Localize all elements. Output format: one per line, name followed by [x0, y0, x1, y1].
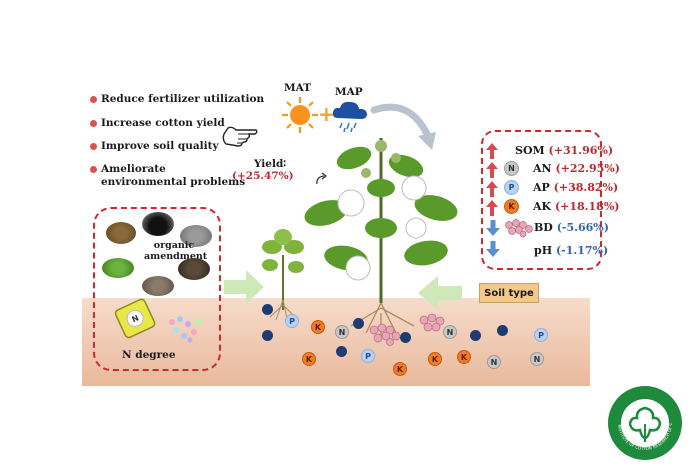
bullet-icon [90, 166, 97, 173]
indicator-bd: BD (-5.66%) [534, 221, 609, 234]
indicator-name: AK [533, 200, 552, 213]
up-arrow-icon [486, 181, 498, 197]
down-arrow-icon [486, 220, 500, 236]
benefit-increase-yield: Increase cotton yield [90, 117, 225, 130]
up-arrow-icon [486, 143, 498, 159]
indicator-ap: AP (+38.82%) [533, 181, 618, 194]
water-droplet [336, 346, 347, 357]
water-droplet [262, 304, 273, 315]
nutrient-k: K [393, 362, 407, 376]
ash-image [180, 225, 212, 247]
fertilizer-granules-icon [169, 316, 201, 343]
plus-sign: + [318, 102, 335, 126]
soil-aggregate-icon [369, 323, 401, 346]
biochar-image [142, 212, 174, 236]
nutrient-k: K [302, 352, 316, 366]
straw-image [142, 276, 174, 296]
indicator-ph: pH (-1.17%) [534, 244, 608, 257]
indicator-name: AN [533, 162, 552, 175]
bullet-icon [90, 96, 97, 103]
nutrient-n: N [335, 325, 349, 339]
water-droplet [353, 318, 364, 329]
benefit-label: Ameliorate environmental problems [101, 163, 246, 188]
logo-year: 1957 [638, 447, 652, 453]
water-droplet [400, 332, 411, 343]
nutrient-k: K [428, 352, 442, 366]
yield-arrow-icon [316, 172, 328, 185]
water-droplet [497, 325, 508, 336]
nutrient-p: P [534, 328, 548, 342]
benefit-label: Improve soil quality [101, 140, 219, 152]
n-degree-label: N degree [122, 349, 176, 361]
indicator-change: (+22.95%) [555, 162, 620, 175]
indicator-som: SOM (+31.96%) [515, 144, 613, 157]
nutrient-n-icon: N [504, 161, 519, 176]
indicator-name: BD [534, 221, 553, 234]
indicator-name: SOM [515, 144, 545, 157]
nutrient-n: N [487, 355, 501, 369]
benefit-label: Increase cotton yield [101, 117, 225, 129]
indicator-change: (-1.17%) [555, 244, 609, 257]
nutrient-n: N [530, 352, 544, 366]
nutrient-p: P [285, 314, 299, 328]
organic-amendment-label: organic amendment [144, 240, 208, 262]
indicator-an: AN (+22.95%) [533, 162, 620, 175]
indicator-name: pH [534, 244, 553, 257]
nutrient-k: K [457, 350, 471, 364]
map-label: MAP [335, 86, 363, 98]
bullet-icon [90, 120, 97, 127]
institute-logo: 1957 INSTITUTE OF COTTON RESEARCH OF CAA… [606, 384, 682, 460]
sun-icon [282, 97, 318, 133]
benefit-soil-quality: Improve soil quality [90, 140, 219, 153]
indicator-change: (-5.66%) [556, 221, 609, 234]
benefit-label: Reduce fertilizer utilization [101, 93, 265, 105]
indicator-ak: AK (+18.18%) [533, 200, 619, 213]
benefit-environment: Ameliorate environmental problems [90, 163, 251, 189]
indicator-change: (+38.82%) [553, 181, 619, 194]
soil-layer [82, 298, 590, 386]
up-arrow-icon [486, 162, 498, 178]
pointing-hand-icon [222, 126, 258, 147]
nutrient-k: K [311, 320, 325, 334]
soil-indicators-box [481, 130, 602, 270]
nutrient-p: P [361, 349, 375, 363]
soil-type-tag: Soil type [479, 283, 539, 303]
nutrient-k-icon: K [504, 199, 519, 214]
compost-image [178, 258, 210, 280]
benefit-reduce-fertilizer: Reduce fertilizer utilization [90, 93, 264, 106]
organic-amendment-box [93, 207, 221, 371]
mat-label: MAT [284, 82, 312, 94]
cotton-plant-icon [304, 138, 458, 336]
bulk-density-aggregate-icon [505, 219, 533, 238]
curved-arrow-icon [370, 103, 436, 150]
water-droplet [262, 330, 273, 341]
green-manure-image [102, 258, 134, 278]
right-green-arrow-icon [418, 276, 462, 310]
down-arrow-icon [486, 241, 500, 257]
water-droplet [470, 330, 481, 341]
cotton-seedling-icon [262, 229, 304, 324]
bullet-icon [90, 143, 97, 150]
nutrient-p-icon: P [504, 180, 519, 195]
up-arrow-icon [486, 200, 498, 216]
indicator-change: (+31.96%) [548, 144, 614, 157]
fertilizer-bag-icon: N [114, 298, 156, 339]
yield-label: Yield∶ [254, 158, 287, 170]
soil-aggregate-icon [419, 313, 445, 332]
indicator-change: (+18.18%) [554, 200, 620, 213]
nutrient-n: N [443, 325, 457, 339]
bag-letter: N [130, 313, 140, 324]
left-green-arrow-icon [224, 270, 264, 304]
rain-cloud-icon [332, 101, 367, 133]
indicator-name: AP [533, 181, 550, 194]
yield-value: (+25.47%) [232, 170, 294, 182]
manure-image [106, 222, 136, 244]
